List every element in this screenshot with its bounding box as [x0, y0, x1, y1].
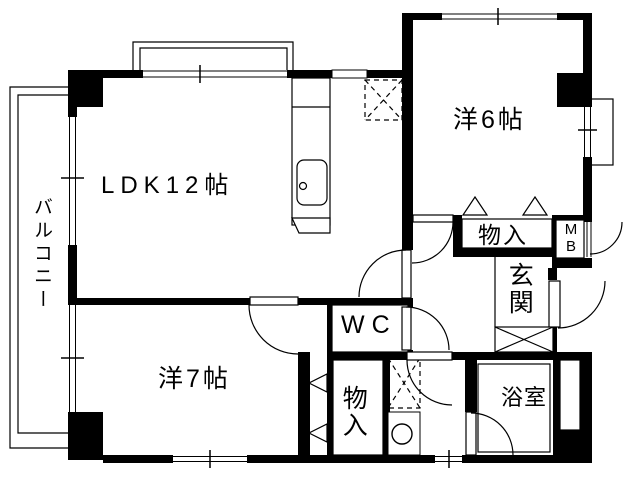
storage-north-fold-left — [461, 195, 489, 216]
entrance-step — [494, 257, 554, 353]
wc-door — [401, 306, 450, 351]
pipe-space-box — [559, 359, 581, 431]
room-label-bathroom: 浴室 — [501, 385, 548, 410]
folding-door-marks — [307, 195, 549, 443]
meter-box-louver — [586, 222, 592, 257]
wc-room-box — [331, 304, 409, 353]
eaves-outline — [132, 41, 294, 72]
storage-north-box — [461, 218, 553, 249]
storage-north-fold-right — [521, 195, 549, 216]
washroom-door — [406, 351, 453, 406]
balcony-outline — [9, 86, 68, 449]
room-label-storage-south: 物入 — [339, 385, 368, 439]
kitchen-sink — [296, 159, 328, 206]
room-label-entrance: 玄関 — [505, 262, 534, 316]
bedroom6-door — [411, 214, 454, 264]
washer-pan — [387, 411, 421, 456]
bedroom7-door — [248, 296, 299, 355]
bathroom-door — [465, 411, 514, 456]
meter-box-letter-b: B — [565, 238, 576, 255]
drain-icon — [391, 423, 413, 445]
room-label-bedroom6: 洋6帖 — [453, 106, 526, 134]
meter-box-door — [589, 221, 623, 255]
kitchen-counter — [291, 77, 331, 234]
meter-box-letter-m: M — [564, 221, 578, 238]
room-label-bedroom7: 洋7帖 — [158, 365, 231, 393]
washing-machine-space — [387, 357, 421, 409]
entrance-door — [548, 280, 606, 329]
wall-layer — [68, 13, 592, 463]
room-label-balcony: バルコニー — [30, 197, 52, 312]
room-label-meter-box: M B — [560, 221, 582, 255]
room-label-ldk: LDK12帖 — [101, 172, 235, 199]
ldk-door — [358, 249, 412, 299]
door-layer — [248, 214, 623, 456]
storage-south-fold-top — [307, 373, 328, 393]
refrigerator-space — [364, 79, 403, 121]
bathroom-inner-box — [477, 363, 551, 453]
faucet-icon — [298, 181, 308, 191]
room-label-wc: WC — [341, 311, 397, 339]
storage-south-box — [332, 359, 384, 456]
storage-south-fold-bottom — [307, 423, 328, 443]
meter-box — [555, 219, 585, 259]
bay-window-frame — [590, 98, 614, 166]
room-label-storage-north: 物入 — [478, 222, 528, 248]
window-layer — [61, 8, 597, 468]
